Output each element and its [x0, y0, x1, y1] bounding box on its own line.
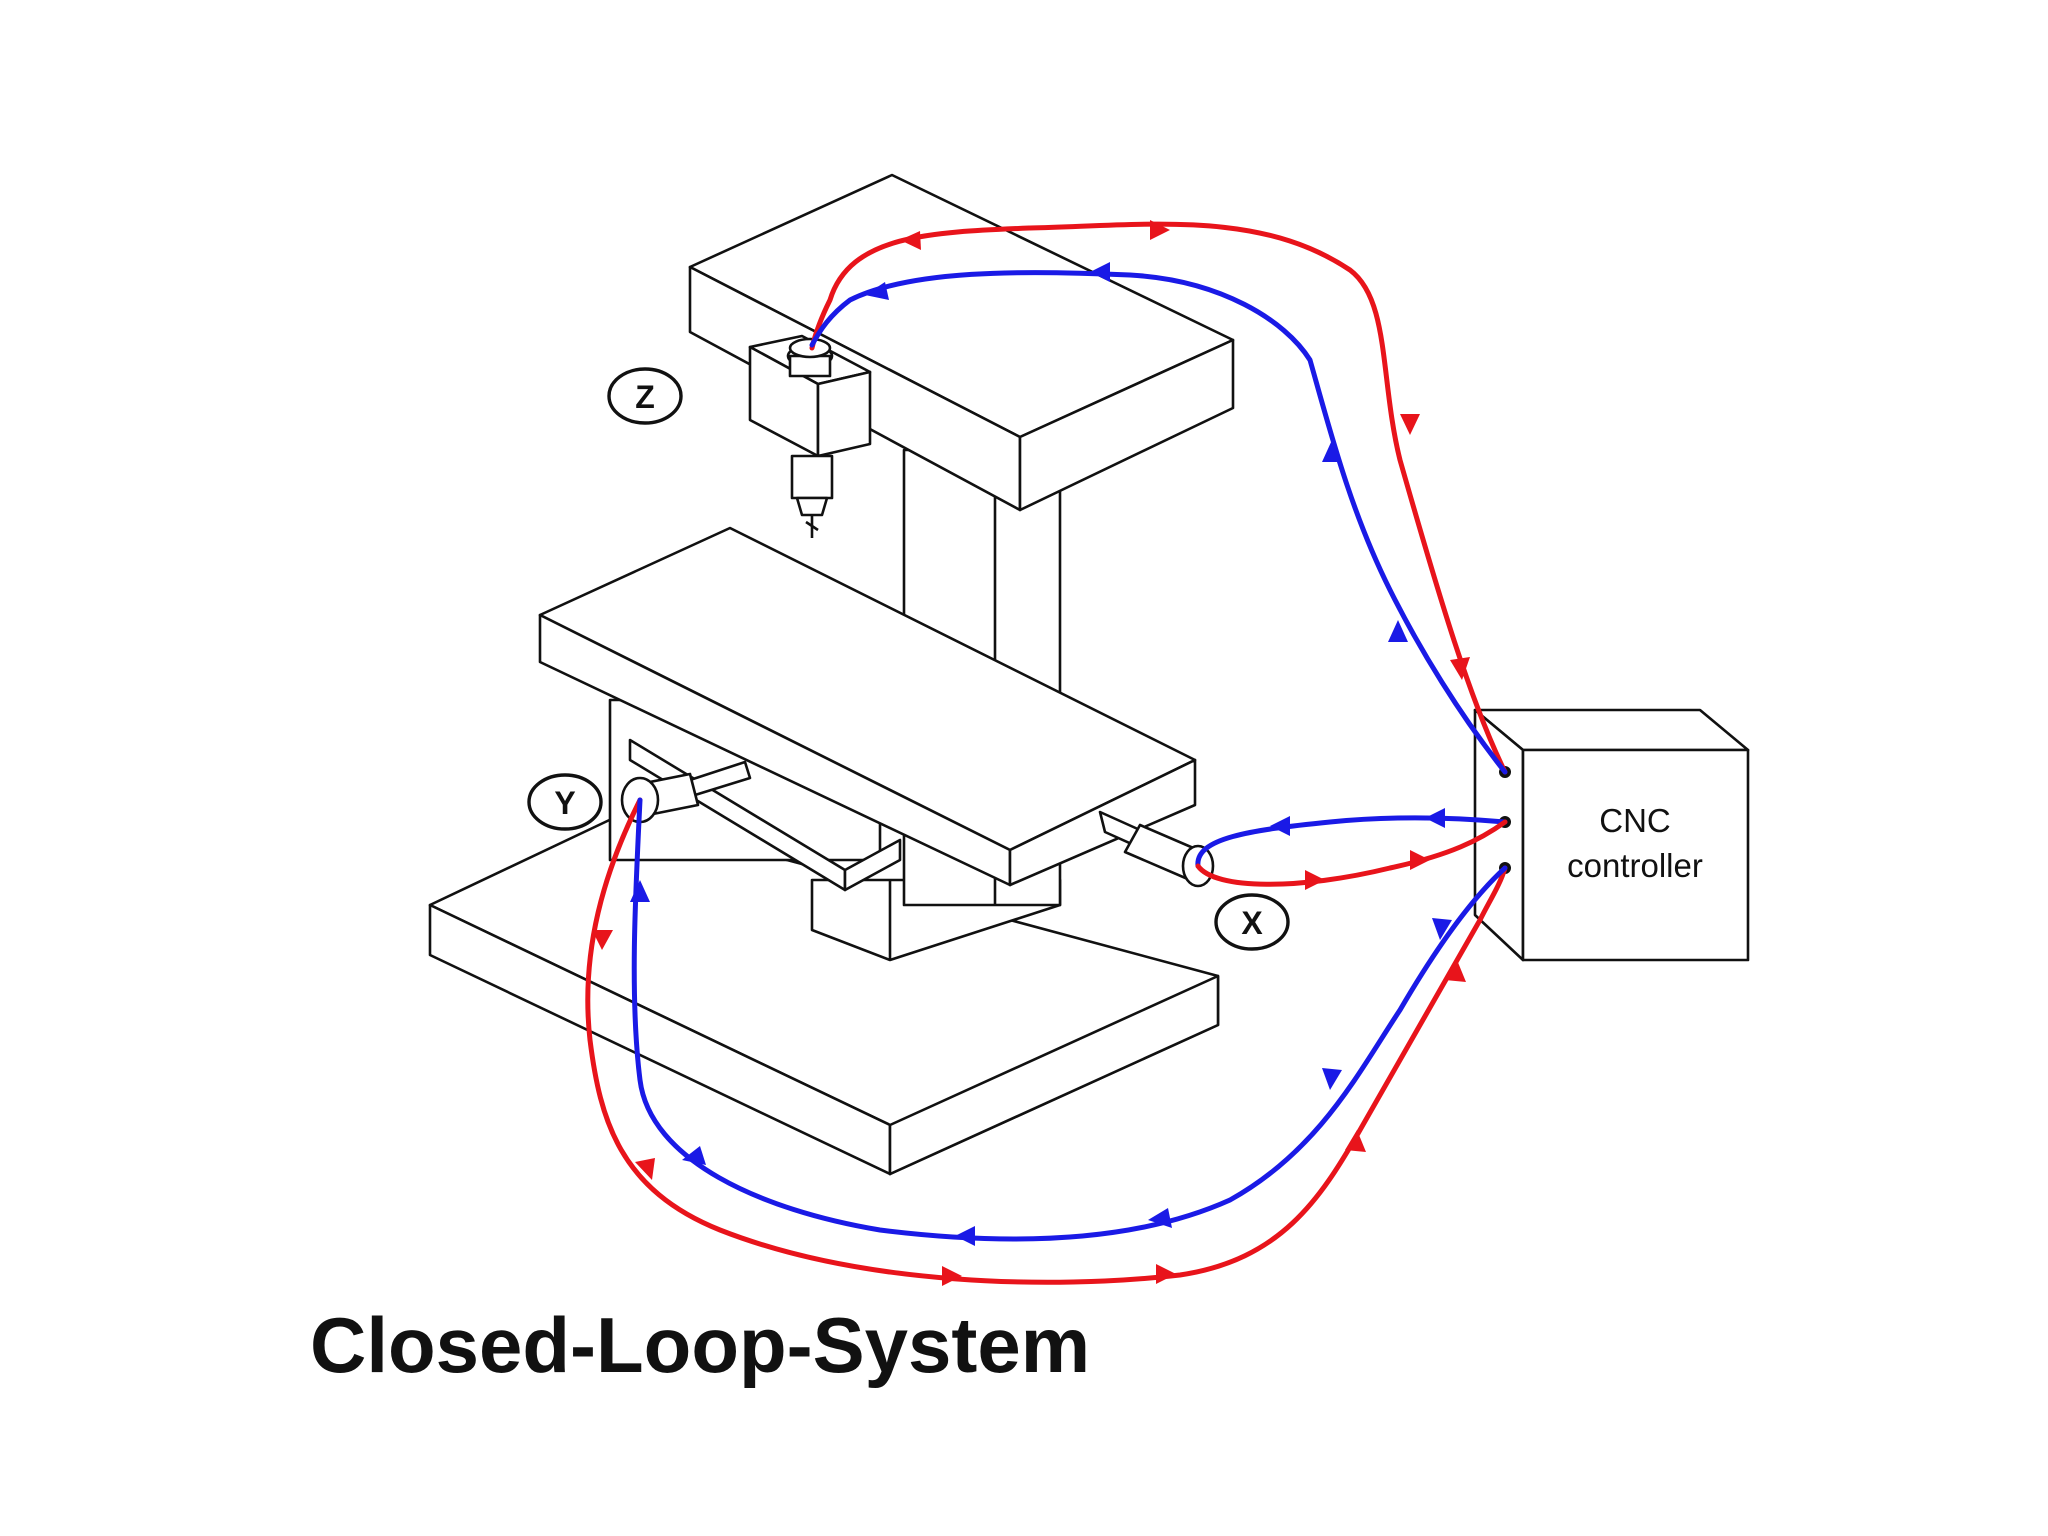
signal-direction-arrows [592, 220, 1470, 1286]
arrow-icon [1345, 1130, 1366, 1152]
controller-label-line2: controller [1567, 847, 1703, 884]
cnc-controller: CNC controller [1473, 708, 1750, 962]
y-feedback-signal-line [631, 797, 1508, 1242]
arrow-icon [1090, 262, 1110, 282]
arrow-icon [1432, 918, 1452, 940]
axis-label-x-text: X [1241, 905, 1263, 941]
axis-label-z-text: Z [635, 379, 655, 415]
y-axis-loop [585, 797, 1508, 1285]
arrow-icon [942, 1266, 962, 1286]
arrow-icon [1150, 220, 1170, 240]
arrow-icon [592, 930, 613, 950]
arrow-icon [1450, 657, 1470, 680]
axis-label-x: X [1214, 893, 1290, 951]
arrow-icon [682, 1146, 706, 1165]
cnc-milling-machine [428, 173, 1235, 1176]
x-output-signal-line [1195, 819, 1508, 887]
x-feedback-signal-line [1195, 815, 1508, 869]
arrow-icon [1410, 850, 1430, 870]
arrow-icon [900, 231, 921, 250]
arrow-icon [955, 1226, 975, 1246]
machine-base [428, 813, 1220, 1176]
axis-label-z: Z [607, 367, 683, 425]
arrow-icon [865, 282, 889, 300]
work-table [538, 526, 1197, 887]
axis-label-y-text: Y [554, 785, 575, 821]
arrow-icon [1445, 960, 1466, 982]
diagram-title: Closed-Loop-System [310, 1301, 1090, 1389]
z-output-signal-line [809, 221, 1508, 775]
y-output-signal-line [585, 797, 1508, 1285]
axis-label-y: Y [527, 773, 603, 831]
x-axis-loop [1195, 815, 1508, 887]
arrow-icon [1322, 440, 1342, 462]
arrow-icon [1305, 870, 1325, 890]
arrow-icon [1400, 414, 1420, 435]
arrow-icon [635, 1158, 655, 1180]
arrow-icon [1148, 1208, 1172, 1228]
arrow-icon [1388, 620, 1408, 642]
arrow-icon [1270, 816, 1290, 836]
arrow-icon [1156, 1264, 1176, 1284]
z-axis-spindle-head [748, 334, 872, 538]
arrow-icon [1425, 808, 1445, 828]
controller-label-line1: CNC [1599, 802, 1671, 839]
arrow-icon [1322, 1068, 1342, 1090]
arrow-icon [630, 880, 650, 902]
x-axis-motor [1098, 810, 1215, 888]
